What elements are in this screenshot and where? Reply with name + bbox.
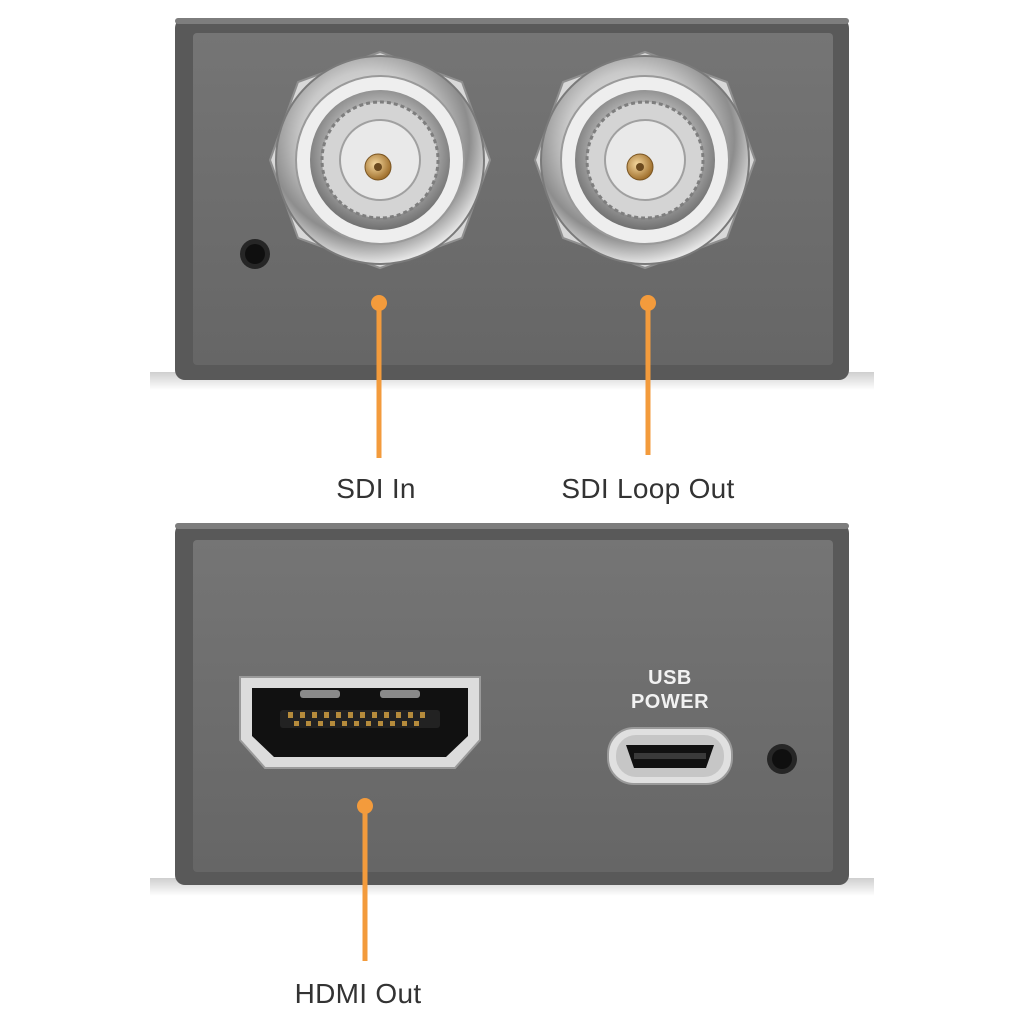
screw-hole-icon bbox=[767, 744, 797, 774]
label-sdi-in: SDI In bbox=[336, 473, 416, 504]
label-hdmi-out: HDMI Out bbox=[294, 978, 422, 1009]
callout-sdi-loop-out bbox=[640, 295, 656, 455]
label-sdi-loop-out: SDI Loop Out bbox=[561, 473, 735, 504]
top-panel bbox=[150, 18, 874, 390]
micro-usb-port-icon bbox=[607, 727, 733, 785]
usb-power-label: USB POWER bbox=[631, 666, 709, 714]
screw-hole-icon bbox=[240, 239, 270, 269]
callout-sdi-in bbox=[371, 295, 387, 458]
bnc-connector-icon bbox=[533, 50, 757, 270]
callout-hdmi-out bbox=[357, 798, 373, 961]
usb-power-line2: POWER bbox=[630, 691, 710, 713]
bottom-panel bbox=[150, 523, 874, 896]
usb-power-line1: USB bbox=[648, 667, 692, 689]
bnc-connector-icon bbox=[268, 50, 492, 270]
hdmi-port-icon bbox=[239, 676, 481, 769]
